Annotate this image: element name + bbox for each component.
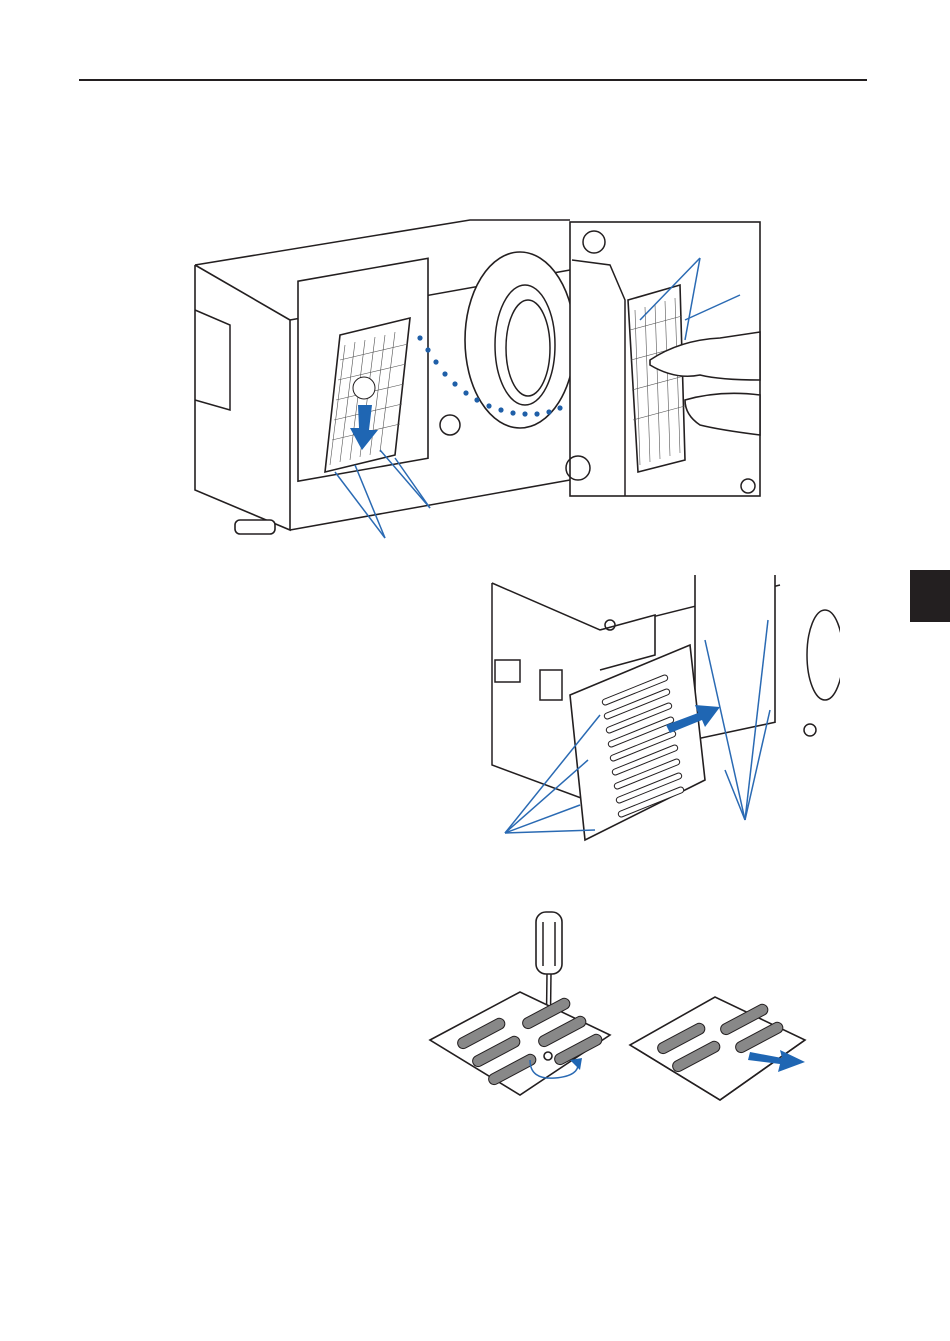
filter-cover-illustration <box>480 575 840 855</box>
header-rule <box>79 79 867 81</box>
filter-plate-left <box>430 992 610 1095</box>
zoom-inset <box>566 222 760 496</box>
section-tab <box>910 570 950 622</box>
filter-disassembly-illustration <box>420 900 820 1115</box>
filter-removal-illustration <box>180 210 780 550</box>
filter-plate-right <box>630 997 805 1100</box>
